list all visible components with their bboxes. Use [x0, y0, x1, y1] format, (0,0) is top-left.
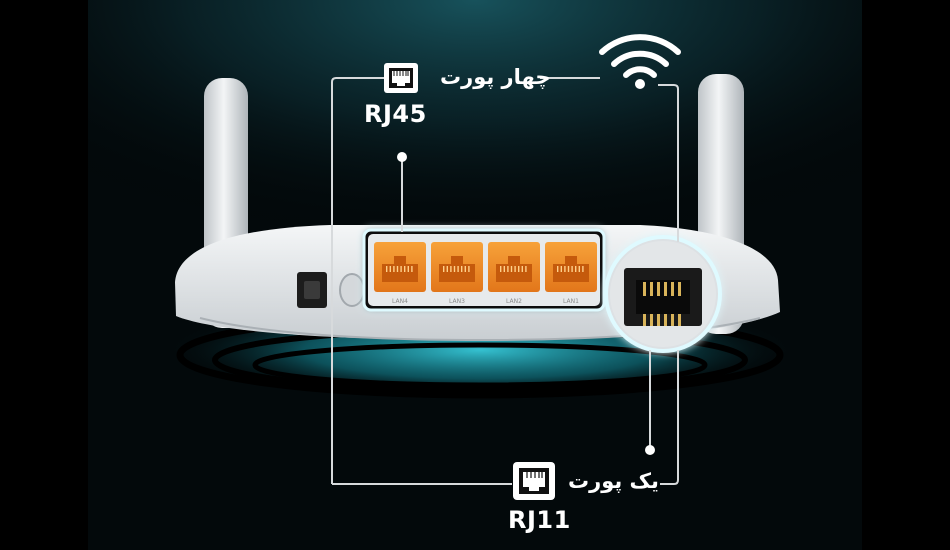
rj11-pin-leg [643, 314, 646, 326]
rj11-pin [650, 282, 653, 296]
frame-right-top [658, 84, 679, 242]
callout-frame [331, 77, 679, 485]
lan-ports: LAN4 LAN3 LAN2 LAN1 [374, 242, 597, 305]
rj11-port-count-label: یک پورت [568, 469, 659, 493]
rj45-code-label: RJ45 [364, 100, 427, 128]
lan-port-label: LAN2 [506, 298, 522, 305]
wifi-dot [635, 79, 645, 89]
rj11-pin [657, 282, 660, 296]
rj11-pin [678, 282, 681, 296]
rj11-pin-leg [657, 314, 660, 326]
lan-port: LAN4 [374, 242, 426, 305]
power-jack-inner [304, 281, 320, 299]
lan-port-label: LAN1 [563, 298, 579, 305]
rj11-pins [643, 282, 681, 326]
rj11-pointer-dot [645, 445, 655, 455]
rj45-port-count-label: چهار پورت [440, 65, 551, 89]
frame-right-bottom [660, 350, 679, 485]
lan-port-label: LAN4 [392, 298, 408, 305]
phone-port-icon [513, 462, 555, 500]
lan-port: LAN2 [488, 242, 540, 305]
rj45-pointer-dot [397, 152, 407, 162]
lan-port: LAN1 [545, 242, 597, 305]
ethernet-port-icon [384, 63, 418, 93]
rj11-pin [671, 282, 674, 296]
rj11-code-label: RJ11 [508, 506, 571, 534]
lan-port: LAN3 [431, 242, 483, 305]
frame-left-top [331, 77, 384, 484]
lan-port-label: LAN3 [449, 298, 465, 305]
rj11-pin [664, 282, 667, 296]
power-button [339, 273, 365, 307]
rj11-pin-leg [650, 314, 653, 326]
rj11-pin [643, 282, 646, 296]
rj11-pin-leg [678, 314, 681, 326]
rj11-pin-leg [664, 314, 667, 326]
rj11-pin-leg [671, 314, 674, 326]
right-dark-margin [862, 0, 950, 550]
left-dark-margin [0, 0, 88, 550]
floor-ring [252, 342, 708, 388]
wifi-icon [599, 34, 681, 78]
